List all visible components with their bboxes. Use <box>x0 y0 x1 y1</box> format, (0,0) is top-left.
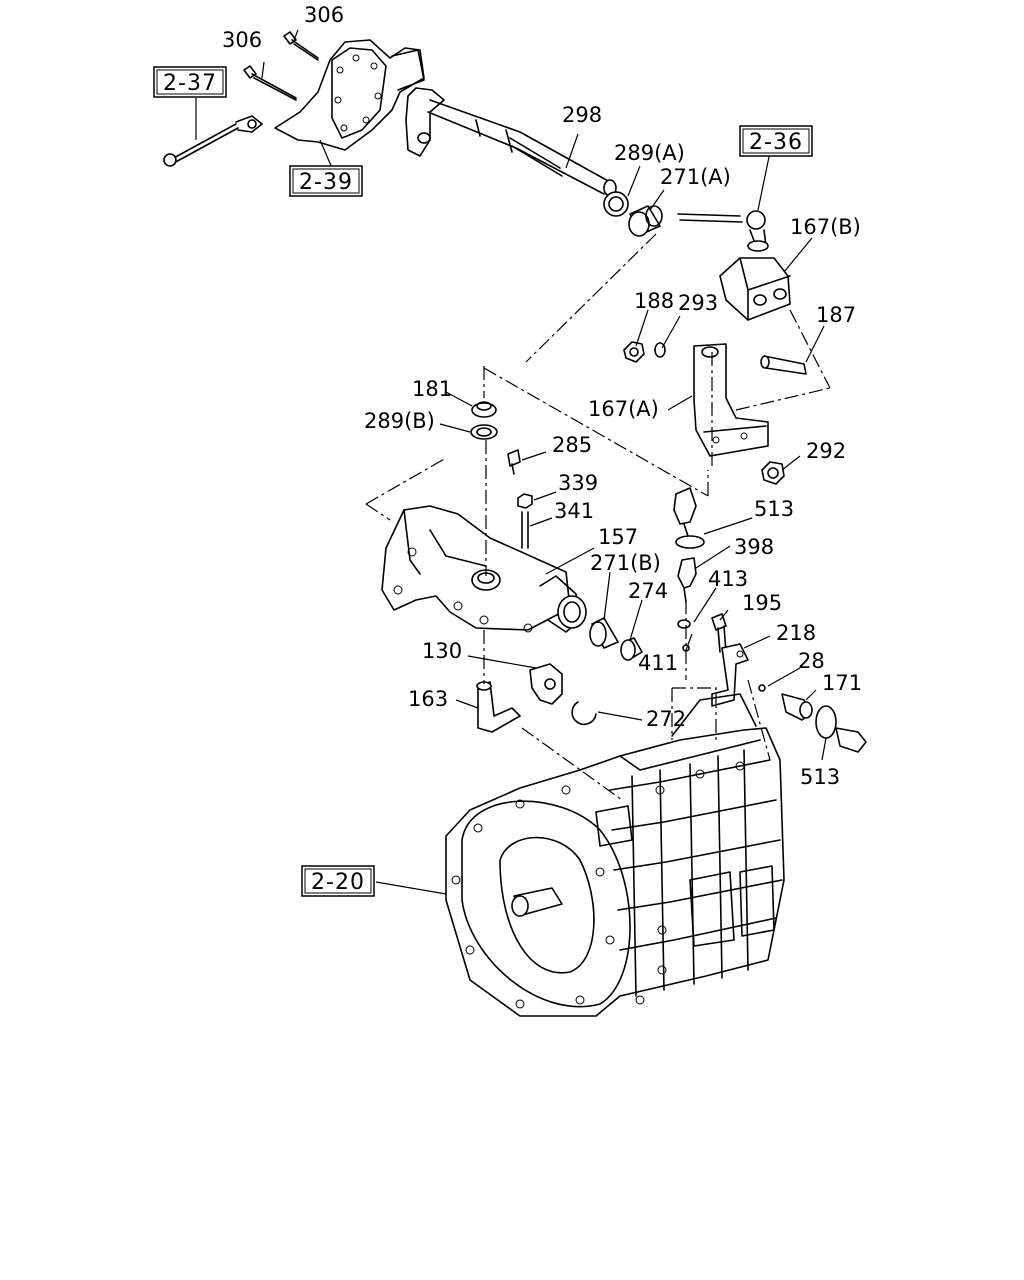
ref-2-20: 2-20 <box>311 870 365 895</box>
label-513-upper: 513 <box>754 497 794 521</box>
nut-188 <box>623 341 645 363</box>
part-181 <box>471 401 497 418</box>
label-181: 181 <box>412 377 452 401</box>
label-339: 339 <box>558 471 598 495</box>
label-167b: 167(B) <box>790 215 861 239</box>
label-272: 272 <box>646 707 686 731</box>
ref-2-37: 2-37 <box>163 71 217 96</box>
shift-housing-157 <box>381 505 587 633</box>
lever-130 <box>529 663 563 705</box>
label-413: 413 <box>708 567 748 591</box>
bracket-167a <box>693 343 769 457</box>
label-289a: 289(A) <box>614 141 685 165</box>
ref-box-2-37: 2-37 <box>153 66 227 98</box>
stud-341 <box>521 511 529 549</box>
seal-289a <box>603 191 629 217</box>
linkage-rod <box>163 115 263 167</box>
label-157: 157 <box>598 525 638 549</box>
label-167a: 167(A) <box>588 397 659 421</box>
bolt-306-upper <box>283 31 319 61</box>
nut-292 <box>761 461 785 485</box>
oring-28 <box>758 684 766 692</box>
label-411: 411 <box>638 651 678 675</box>
leader-lines <box>195 29 827 895</box>
label-398: 398 <box>734 535 774 559</box>
label-341: 341 <box>554 499 594 523</box>
switch-398 <box>677 557 697 603</box>
label-292: 292 <box>806 439 846 463</box>
nut-339 <box>517 493 533 509</box>
washer-411 <box>677 619 691 652</box>
label-218: 218 <box>776 621 816 645</box>
snap-ring-272 <box>571 701 597 726</box>
bushing-271b <box>589 617 619 649</box>
seal-289b <box>470 424 498 440</box>
label-306-upper: 306 <box>304 3 344 27</box>
transmission-case <box>445 693 785 1017</box>
sensor-513-lower <box>815 705 867 753</box>
ref-2-39: 2-39 <box>299 170 353 195</box>
label-171: 171 <box>822 671 862 695</box>
sensor-171 <box>781 693 813 721</box>
label-289b: 289(B) <box>364 409 435 433</box>
bracket-167b <box>719 257 791 321</box>
bolt-306-long <box>243 65 297 101</box>
label-28: 28 <box>798 649 825 673</box>
ref-2-36: 2-36 <box>749 130 803 155</box>
label-306-lower: 306 <box>222 28 262 52</box>
label-163: 163 <box>408 687 448 711</box>
shift-shaft-298 <box>405 87 617 197</box>
label-187: 187 <box>816 303 856 327</box>
part-274 <box>620 637 643 661</box>
bolt-187 <box>760 355 807 375</box>
bracket-218 <box>711 643 749 707</box>
bushing-271a <box>628 205 663 237</box>
bolt-195 <box>711 613 727 653</box>
assembly-lines <box>365 233 831 801</box>
arm-163 <box>476 681 521 733</box>
rod-end-2-36 <box>677 210 769 252</box>
label-271b: 271(B) <box>590 551 661 575</box>
label-513-lower: 513 <box>800 765 840 789</box>
ref-box-2-20: 2-20 <box>301 865 375 897</box>
shift-housing-cover <box>274 39 425 151</box>
ref-box-2-36: 2-36 <box>739 125 813 157</box>
label-130: 130 <box>422 639 462 663</box>
label-298: 298 <box>562 103 602 127</box>
part-labels: 306 306 298 289(A) 271(A) 167(B) 188 293… <box>222 3 862 789</box>
washer-293 <box>654 342 666 358</box>
label-293: 293 <box>678 291 718 315</box>
label-285: 285 <box>552 433 592 457</box>
label-271a: 271(A) <box>660 165 731 189</box>
label-274: 274 <box>628 579 668 603</box>
sensor-513-upper <box>673 487 705 549</box>
label-188: 188 <box>634 289 674 313</box>
ref-box-2-39: 2-39 <box>289 165 363 197</box>
plug-285 <box>507 449 521 475</box>
label-195: 195 <box>742 591 782 615</box>
